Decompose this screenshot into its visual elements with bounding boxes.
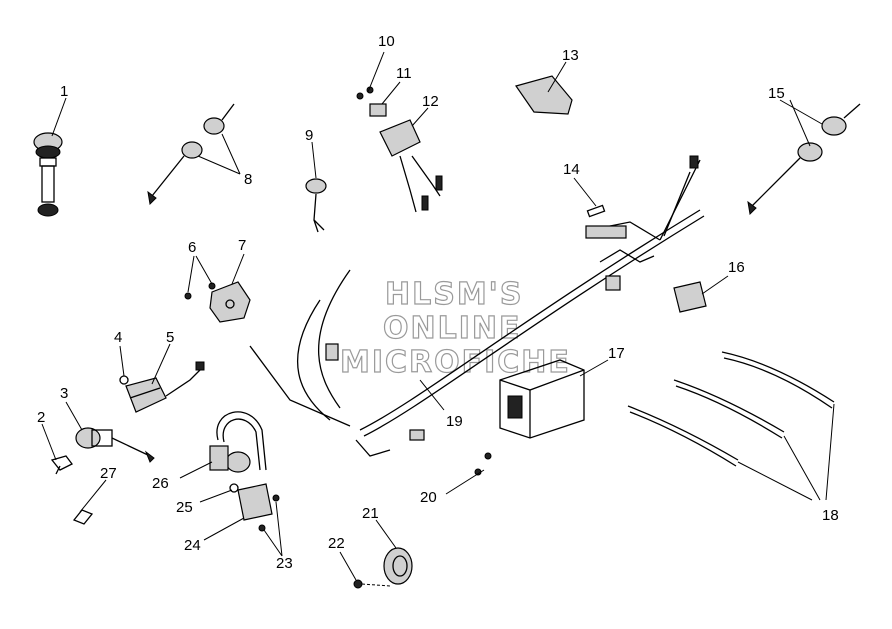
callout-11[interactable]: 11 <box>396 65 412 82</box>
callout-9[interactable]: 9 <box>305 127 313 144</box>
part-21-horn[interactable] <box>383 547 413 585</box>
watermark-line-2: ONLINE <box>383 311 522 346</box>
callout-10[interactable]: 10 <box>378 33 395 50</box>
callout-18[interactable]: 18 <box>822 507 839 524</box>
callout-1[interactable]: 1 <box>60 83 68 100</box>
part-1-key-switch[interactable] <box>33 132 63 217</box>
callout-6[interactable]: 6 <box>188 239 196 256</box>
part-18-straps[interactable] <box>627 351 835 467</box>
callout-19[interactable]: 19 <box>446 413 463 430</box>
part-26-spark-plug-cap[interactable] <box>209 411 267 473</box>
part-5-relay-block[interactable] <box>125 361 205 413</box>
callout-16[interactable]: 16 <box>728 259 745 276</box>
callout-24[interactable]: 24 <box>184 537 201 554</box>
callout-7[interactable]: 7 <box>238 237 246 254</box>
callout-17[interactable]: 17 <box>608 345 625 362</box>
part-14-fuse[interactable] <box>586 204 606 218</box>
part-20-fasteners[interactable] <box>474 452 492 476</box>
callout-8[interactable]: 8 <box>244 171 252 188</box>
callout-20[interactable]: 20 <box>420 489 437 506</box>
part-2-clip[interactable] <box>50 455 73 475</box>
part-12-module[interactable] <box>379 119 443 213</box>
part-13-pouch[interactable] <box>515 75 573 115</box>
callout-13[interactable]: 13 <box>562 47 579 64</box>
part-9-sensor[interactable] <box>305 178 327 233</box>
callout-14[interactable]: 14 <box>563 161 580 178</box>
part-23-screws[interactable] <box>258 494 280 532</box>
callout-15[interactable]: 15 <box>768 85 785 102</box>
leader-lines <box>41 51 835 581</box>
part-11-connector[interactable] <box>369 103 387 117</box>
part-27-key[interactable] <box>72 509 94 525</box>
part-7-control-box[interactable] <box>209 281 251 323</box>
watermark-line-1: HLSM'S <box>385 277 523 312</box>
callout-numbers: 1 2 3 4 5 6 7 8 9 10 11 12 13 14 15 16 1… <box>37 33 839 572</box>
callout-2[interactable]: 2 <box>37 409 45 426</box>
part-3-switch[interactable] <box>75 427 155 463</box>
part-8-switch[interactable] <box>147 103 235 206</box>
callout-5[interactable]: 5 <box>166 329 174 346</box>
callout-4[interactable]: 4 <box>114 329 122 346</box>
part-4-grommet[interactable] <box>119 375 129 385</box>
part-19-wiring-harness[interactable] <box>249 155 705 457</box>
watermark-line-3: MICROFICHE <box>340 345 571 380</box>
callout-3[interactable]: 3 <box>60 385 68 402</box>
callout-12[interactable]: 12 <box>422 93 439 110</box>
part-10-clips[interactable] <box>356 86 374 100</box>
callout-27[interactable]: 27 <box>100 465 117 482</box>
part-15-switch[interactable] <box>747 103 861 216</box>
part-22-screw[interactable] <box>353 579 391 589</box>
part-17-battery[interactable] <box>499 359 585 439</box>
part-16-relay[interactable] <box>673 281 707 313</box>
callout-21[interactable]: 21 <box>362 505 379 522</box>
part-25-washer[interactable] <box>229 483 239 493</box>
callout-22[interactable]: 22 <box>328 535 345 552</box>
callout-25[interactable]: 25 <box>176 499 193 516</box>
part-24-ignition-coil[interactable] <box>237 483 273 521</box>
watermark: HLSM'S ONLINE MICROFICHE <box>339 276 571 380</box>
callout-23[interactable]: 23 <box>276 555 293 572</box>
callout-26[interactable]: 26 <box>152 475 169 492</box>
